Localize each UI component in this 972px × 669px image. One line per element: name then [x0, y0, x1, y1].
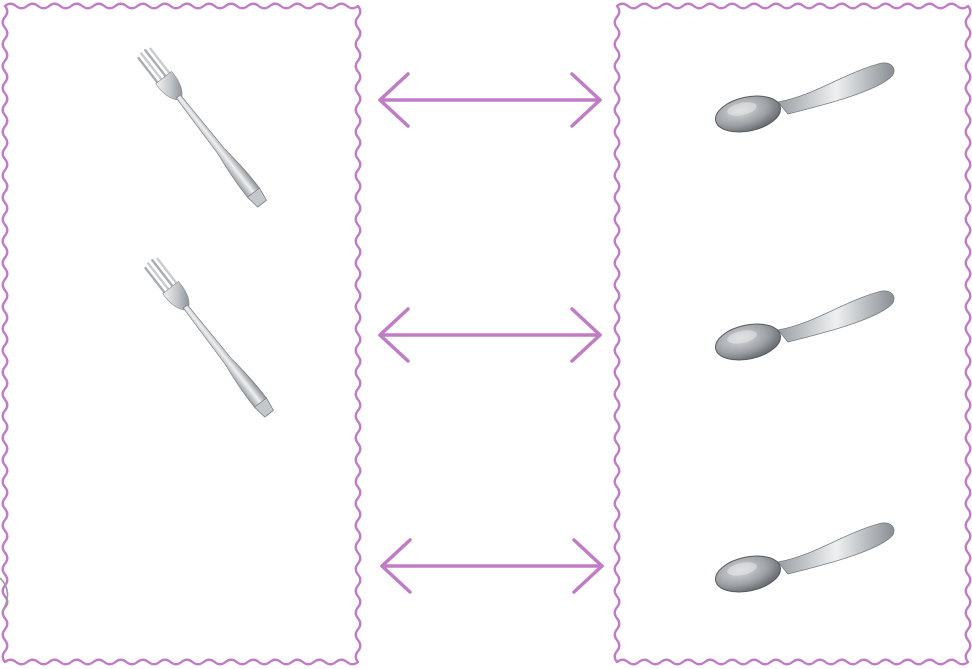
- spoon-icon: [712, 63, 894, 138]
- fork-icon: [135, 45, 270, 210]
- spoon-icon: [712, 291, 894, 366]
- spoon-icon: [712, 523, 894, 598]
- fork-icon: [142, 255, 277, 420]
- double-headed-arrow-icon: [382, 540, 602, 592]
- double-headed-arrow-icon: [380, 74, 600, 126]
- double-headed-arrow-icon: [380, 309, 600, 361]
